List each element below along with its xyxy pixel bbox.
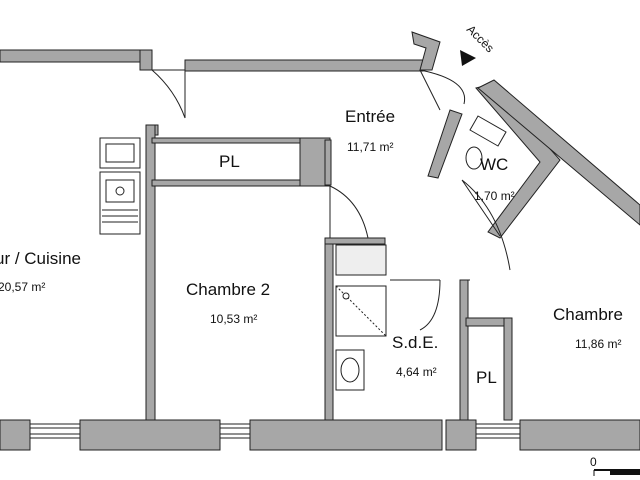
placard-label-bottom: PL [476,368,497,387]
scale-zero-label: 0 [590,455,597,469]
sde-fixtures [335,244,387,391]
placard-label-top: PL [219,152,240,171]
room-area-sejour: 20,57 m² [0,280,45,294]
scale-bar: 0 [590,455,640,476]
walls [0,31,640,451]
room-name-sejour: ur / Cuisine [0,249,81,268]
room-name-wc: WC [480,155,508,174]
kitchen-fixtures [99,137,141,235]
room-name-chambre1: Chambre [553,305,623,324]
doors [151,69,511,331]
room-area-sde: 4,64 m² [396,365,437,379]
access-arrow-icon [460,50,476,66]
room-area-wc: 1,70 m² [474,189,515,203]
wc-fixtures [465,115,507,170]
room-name-entree: Entrée [345,107,395,126]
room-area-chambre2: 10,53 m² [210,312,257,326]
room-area-entree: 11,71 m² [347,140,393,154]
access-label: Accès [464,22,497,55]
access-marker: Accès [460,22,497,66]
room-name-chambre2: Chambre 2 [186,280,270,299]
windows [29,423,521,439]
room-name-sde: S.d.E. [392,333,438,352]
room-area-chambre1: 11,86 m² [575,337,621,351]
